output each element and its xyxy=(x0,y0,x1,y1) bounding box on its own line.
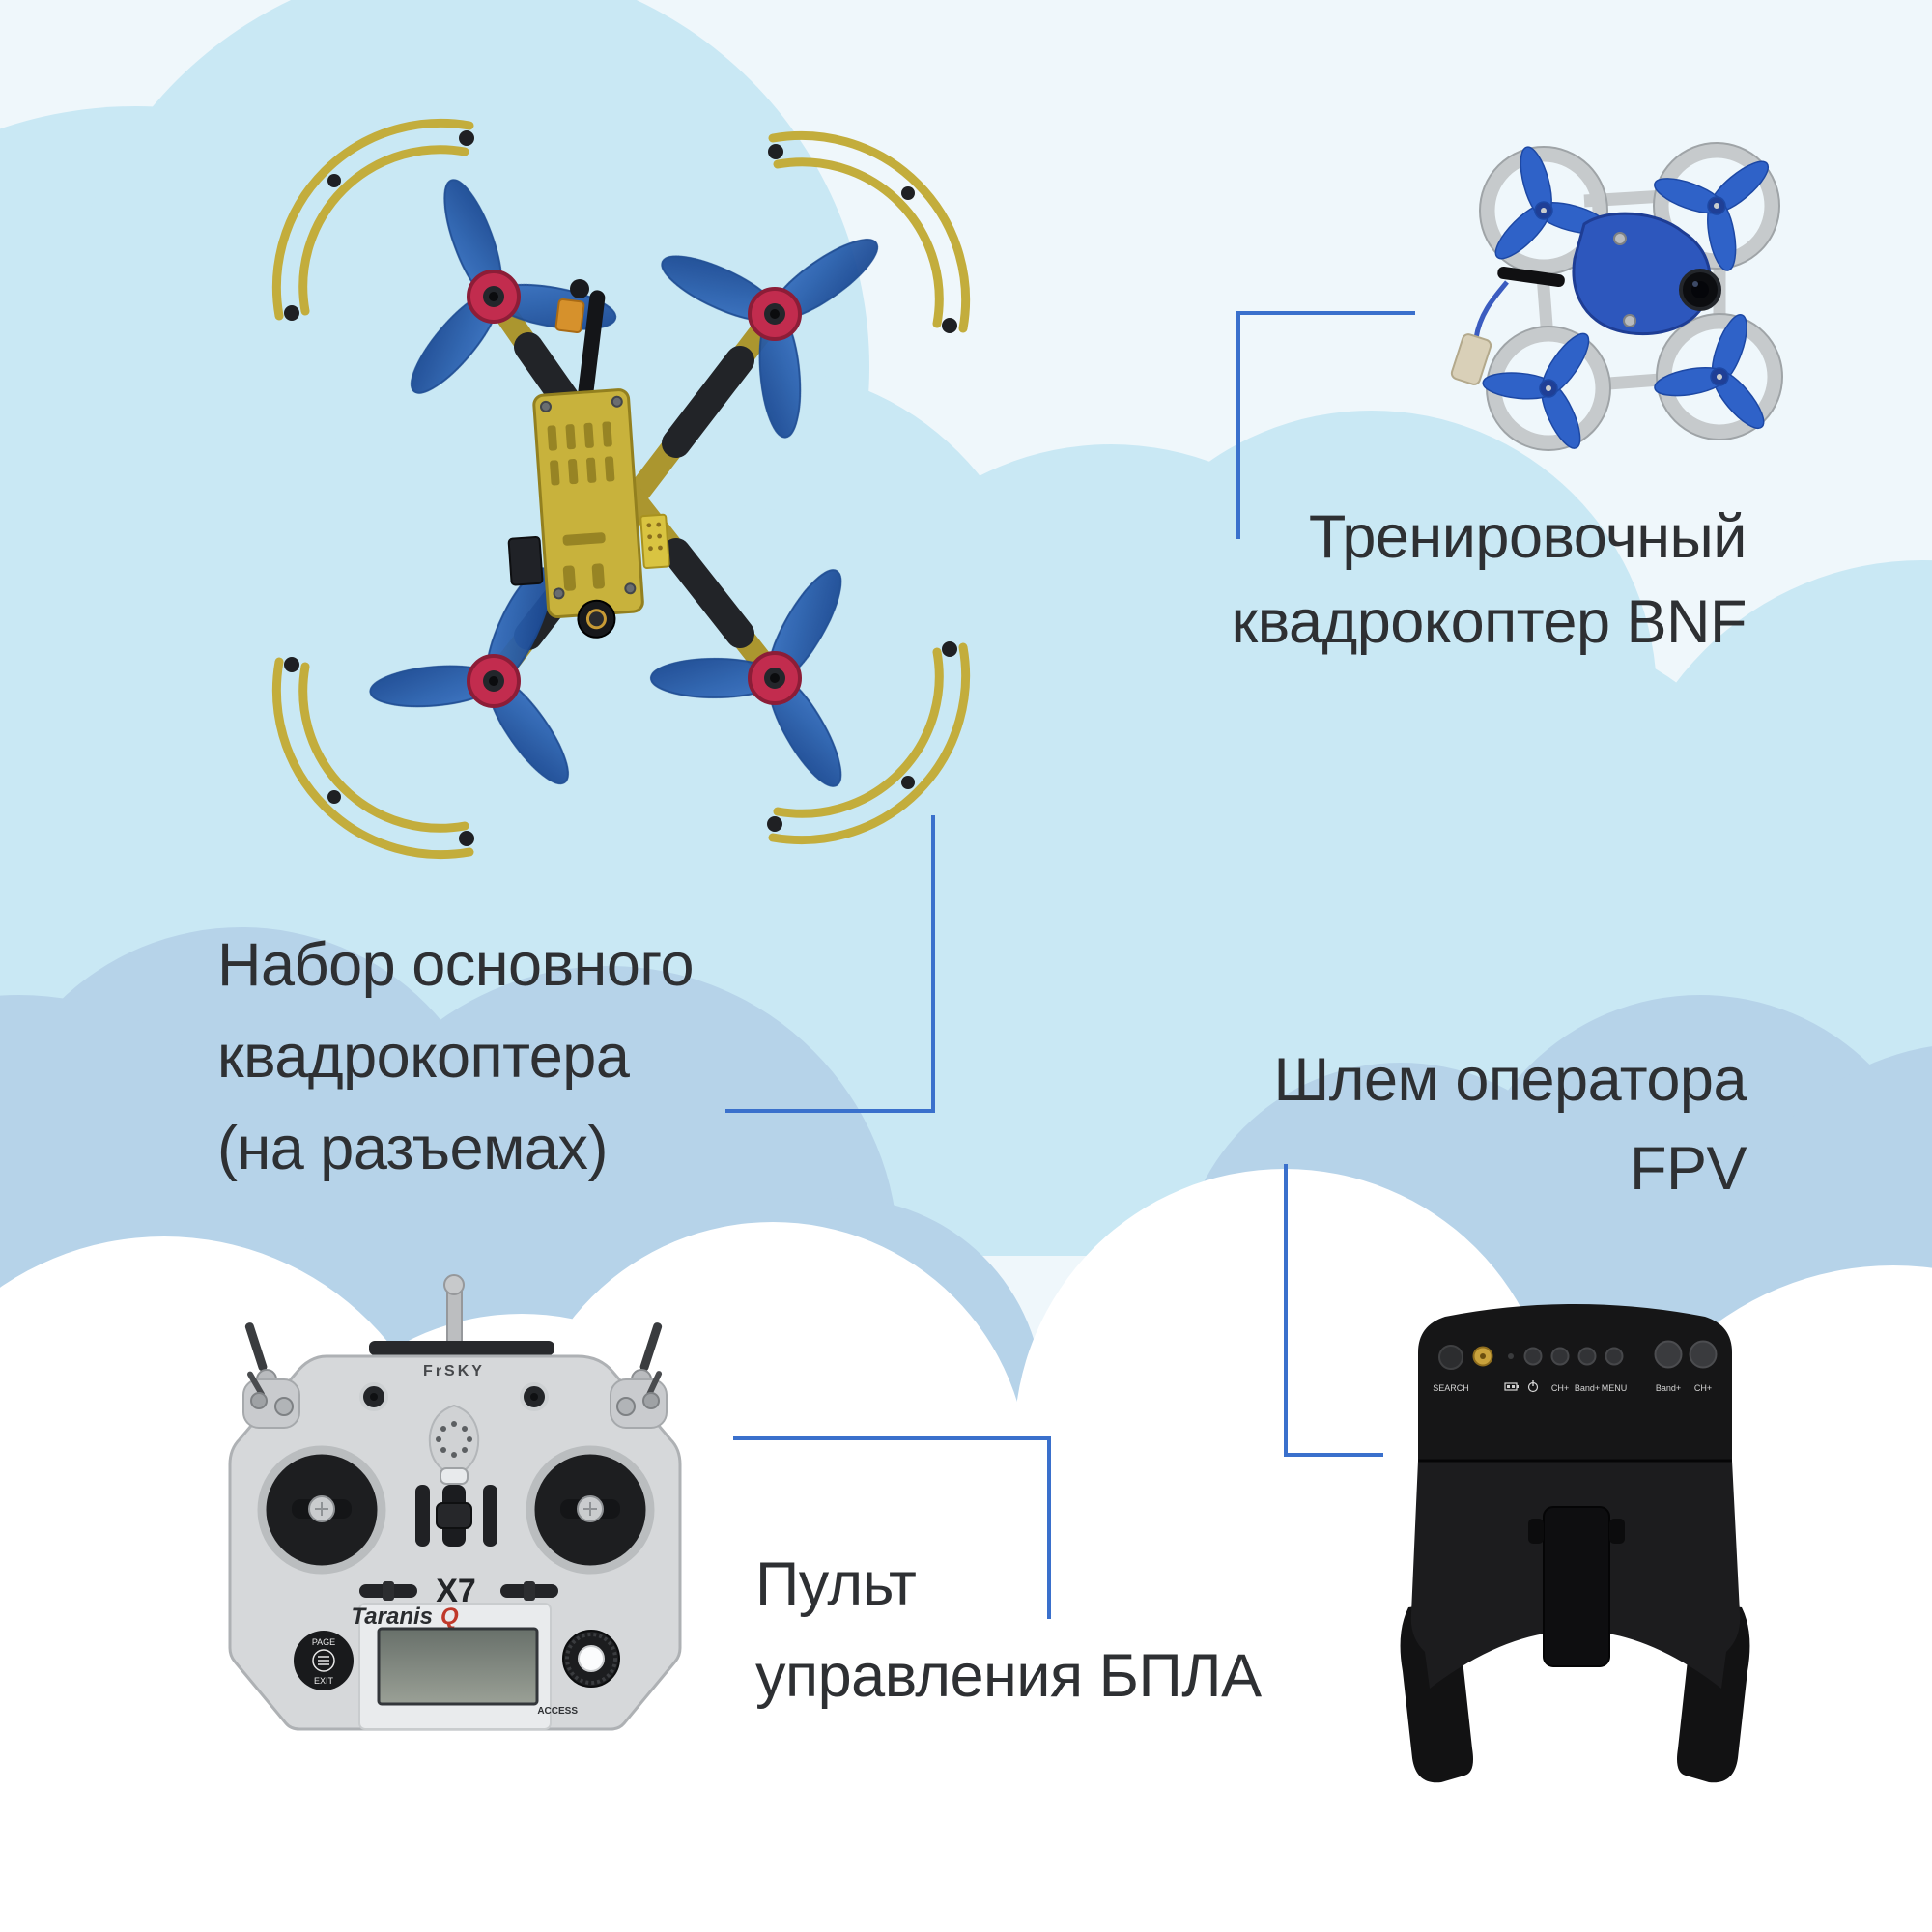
tx-protocol-text: ACCESS xyxy=(537,1706,578,1717)
motors xyxy=(467,270,802,708)
band-plus-label: Band+ xyxy=(1575,1383,1600,1393)
strap-tab-right xyxy=(1609,1519,1625,1544)
label-trainer-quad: Тренировочный квадрокоптер BNF xyxy=(974,495,1747,665)
connector-lines xyxy=(725,311,1415,1619)
tx-speaker xyxy=(428,1404,480,1485)
guard-fasteners xyxy=(284,130,957,846)
whoop-antenna xyxy=(1450,266,1565,385)
band-plus-label-2: Band+ xyxy=(1656,1383,1681,1393)
tx-gimbals xyxy=(257,1445,655,1575)
goggles-top-panel xyxy=(1418,1304,1732,1461)
tx-corner-pods xyxy=(242,1371,668,1429)
tx-handle-bar xyxy=(369,1341,554,1355)
tx-trim-switches xyxy=(359,1581,558,1601)
strap-tab-left xyxy=(1528,1519,1544,1544)
search-button xyxy=(1438,1345,1463,1370)
connector-remote xyxy=(733,1436,1051,1619)
battery-connector xyxy=(1450,333,1492,385)
led-indicator xyxy=(1508,1353,1514,1359)
main-quadcopter-image xyxy=(271,118,971,860)
label-fpv-helmet: Шлем оператора FPV xyxy=(974,1036,1747,1213)
whoop-canopy xyxy=(1572,212,1721,336)
band-plus-button-2 xyxy=(1654,1340,1683,1369)
goggles-buttons xyxy=(1438,1340,1718,1370)
tx-brand-text: FrSKY xyxy=(423,1363,485,1379)
goggles-head-strap xyxy=(1543,1506,1610,1667)
fpv-goggles-image: SEARCH CH+ Band+ MENU Band+ CH+ xyxy=(1400,1304,1750,1783)
tx-exit-label: EXIT xyxy=(314,1676,334,1686)
label-remote-control: Пульт управления БПЛА xyxy=(755,1539,1262,1722)
label-line: FPV xyxy=(1629,1135,1747,1203)
prop-guards xyxy=(271,118,971,860)
label-line: Тренировочный xyxy=(1308,503,1747,571)
label-line: квадрокоптера xyxy=(217,1023,630,1091)
power-icon xyxy=(1527,1380,1539,1393)
tx-center-sliders xyxy=(415,1485,497,1547)
menu-label: MENU xyxy=(1602,1383,1628,1393)
rc-transmitter-image: FrSKY xyxy=(228,1274,682,1731)
tx-page-exit-button: PAGE EXIT xyxy=(294,1631,354,1690)
tx-page-label: PAGE xyxy=(312,1637,335,1647)
connector-fpv xyxy=(1284,1164,1383,1457)
label-line: Пульт xyxy=(755,1550,917,1618)
label-line: квадрокоптер BNF xyxy=(1231,588,1747,656)
goggles-button-labels: SEARCH CH+ Band+ MENU Band+ CH+ xyxy=(1433,1380,1712,1393)
search-label: SEARCH xyxy=(1433,1383,1469,1393)
tx-series-text: Taranis xyxy=(352,1604,433,1630)
label-line: Шлем оператора xyxy=(1273,1046,1747,1114)
tx-ring-knobs xyxy=(359,1382,549,1411)
label-line: (на разъемах) xyxy=(217,1115,608,1182)
ch-plus-button xyxy=(1550,1347,1570,1366)
band-plus-button xyxy=(1577,1347,1597,1366)
ch-plus-button-2 xyxy=(1689,1340,1718,1369)
tx-antenna xyxy=(443,1274,465,1353)
flight-controller-plate xyxy=(507,388,670,639)
vtx-antenna xyxy=(554,279,606,404)
menu-button xyxy=(1605,1347,1624,1366)
label-main-kit: Набор основного квадрокоптера (на разъем… xyxy=(217,920,695,1195)
connector-trainer xyxy=(1236,311,1415,539)
ch-plus-label: CH+ xyxy=(1551,1383,1569,1393)
power-button xyxy=(1523,1347,1543,1366)
label-line: управления БПЛА xyxy=(755,1642,1262,1710)
ch-plus-label-2: CH+ xyxy=(1694,1383,1712,1393)
tx-series-mark: Q xyxy=(440,1604,459,1630)
label-line: Набор основного xyxy=(217,931,695,999)
trainer-quadcopter-image xyxy=(1450,142,1783,451)
tx-scroll-wheel xyxy=(562,1630,620,1688)
battery-icon xyxy=(1504,1382,1519,1391)
connector-main-kit xyxy=(725,815,935,1113)
duct-rims xyxy=(1479,142,1783,451)
tx-lcd-screen xyxy=(377,1627,539,1706)
